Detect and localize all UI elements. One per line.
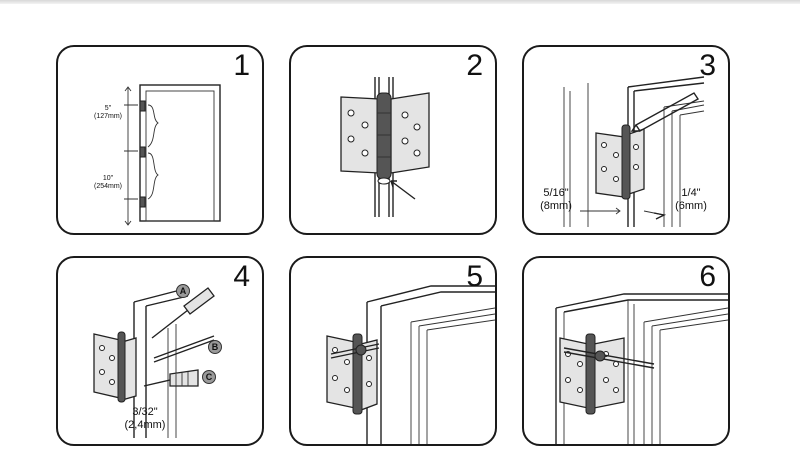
step-panel-2: 2 [289, 45, 497, 235]
mid-spacing-label: 10" (254mm) [88, 175, 128, 191]
step-number: 1 [233, 51, 250, 81]
step-number: 2 [466, 51, 483, 81]
step-number: 5 [466, 262, 483, 292]
left-depth-label: 5/16" (8mm) [526, 187, 586, 213]
hinge-screw-to-frame-illustration [524, 258, 728, 444]
step-number: 4 [233, 262, 250, 292]
tool-c-marker: C [202, 370, 216, 384]
step-number: 3 [699, 51, 716, 81]
drill-size-label: 3/32" (2,4mm) [110, 406, 180, 432]
top-divider [0, 0, 800, 4]
tool-b-marker: B [208, 340, 222, 354]
tool-a-marker: A [176, 284, 190, 298]
step-panel-3: 3 5/16" (8mm) 1/4" (6mm) [522, 45, 730, 235]
step-panel-1: 1 5" (127mm) 10" (254mm) [56, 45, 264, 235]
door-hinge-placement-illustration [58, 47, 262, 233]
hinge-screw-to-door-illustration [291, 258, 495, 444]
hinge-pin-illustration [291, 47, 495, 233]
step-panel-4: 4 A B C 3/32" (2,4mm) [56, 256, 264, 446]
right-depth-label: 1/4" (6mm) [666, 187, 716, 213]
step-number: 6 [699, 262, 716, 292]
top-spacing-label: 5" (127mm) [88, 105, 128, 121]
step-panel-6: 6 [522, 256, 730, 446]
step-panel-5: 5 [289, 256, 497, 446]
